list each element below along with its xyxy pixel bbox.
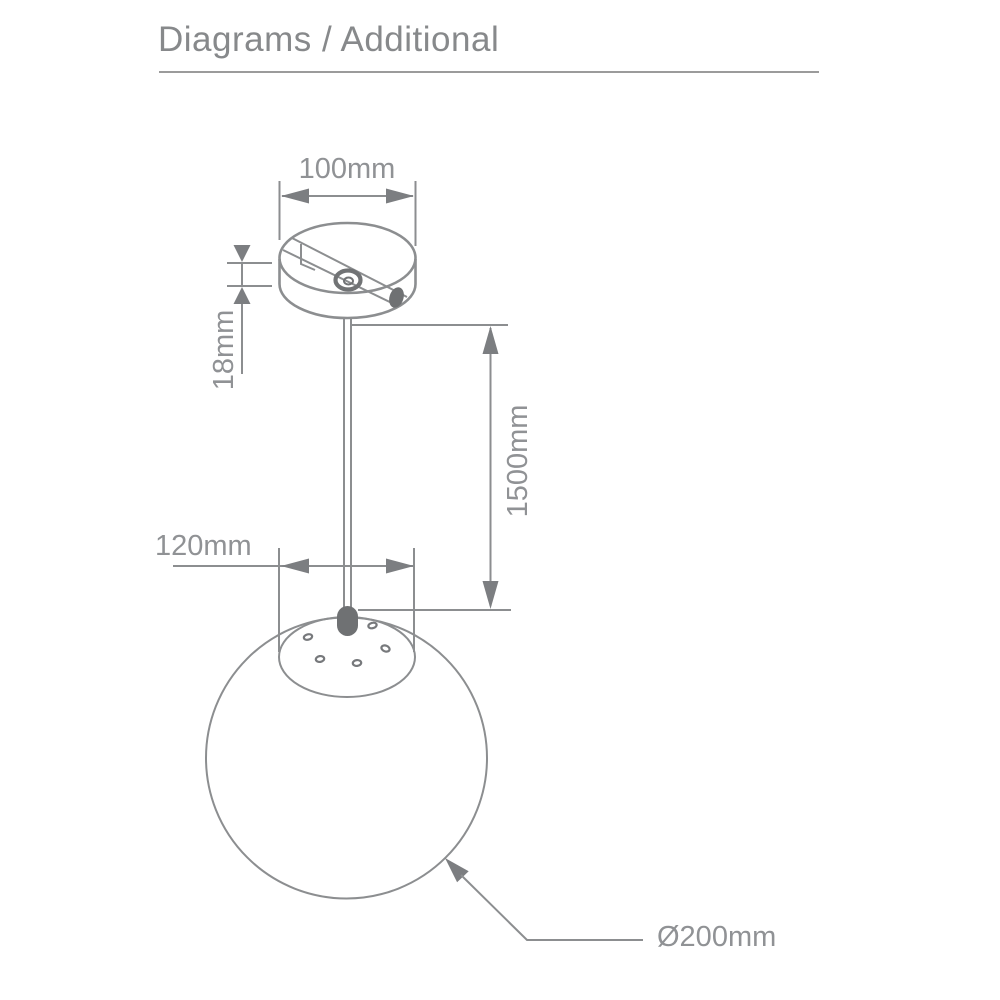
canopy-screw-knob [389,287,404,308]
ceiling-canopy [278,221,417,320]
arrowhead-down-icon [233,245,251,262]
cable-grip-nub-inner [343,276,354,286]
drop-length-label: 1500mm [502,405,534,518]
globe-diameter-label: Ø200mm [657,921,776,953]
canopy-diameter-label: 100mm [299,153,396,185]
leader-line [460,874,643,941]
vent-hole [351,658,363,668]
dim-globe-diameter: Ø200mm [445,858,776,953]
arrowhead-left-icon [281,188,309,204]
arrowhead-right-icon [386,188,414,204]
dim-holder-diameter: 120mm [155,530,415,652]
globe-assembly [205,606,488,900]
page-title: Diagrams / Additional [158,20,500,59]
arrowhead-down-icon [482,581,499,609]
cable-gland [337,606,358,636]
vent-hole [367,621,378,630]
arrowhead-left-icon [281,558,309,574]
globe-outline [205,616,488,900]
arrowhead-up-icon [482,326,499,354]
suspension-cable [343,317,352,610]
dim-drop-length: 1500mm [351,324,534,611]
canopy-top-rim [278,221,417,295]
canopy-body [278,259,417,320]
mounting-bracket [300,244,316,271]
dim-canopy-diameter: 100mm [278,153,417,246]
title-divider [159,71,819,73]
dim-canopy-height: 18mm [208,245,272,390]
vent-hole [314,654,326,664]
mounting-bar-edge [282,249,399,307]
arrowhead-up-icon [233,287,251,304]
holder-diameter-label: 120mm [155,530,252,562]
vent-hole [302,633,314,641]
vent-hole [380,644,391,653]
canopy-height-label: 18mm [208,310,240,391]
mounting-bar-edge [291,237,408,298]
arrowhead-right-icon [386,558,414,574]
cable-grip-nub [333,268,363,292]
